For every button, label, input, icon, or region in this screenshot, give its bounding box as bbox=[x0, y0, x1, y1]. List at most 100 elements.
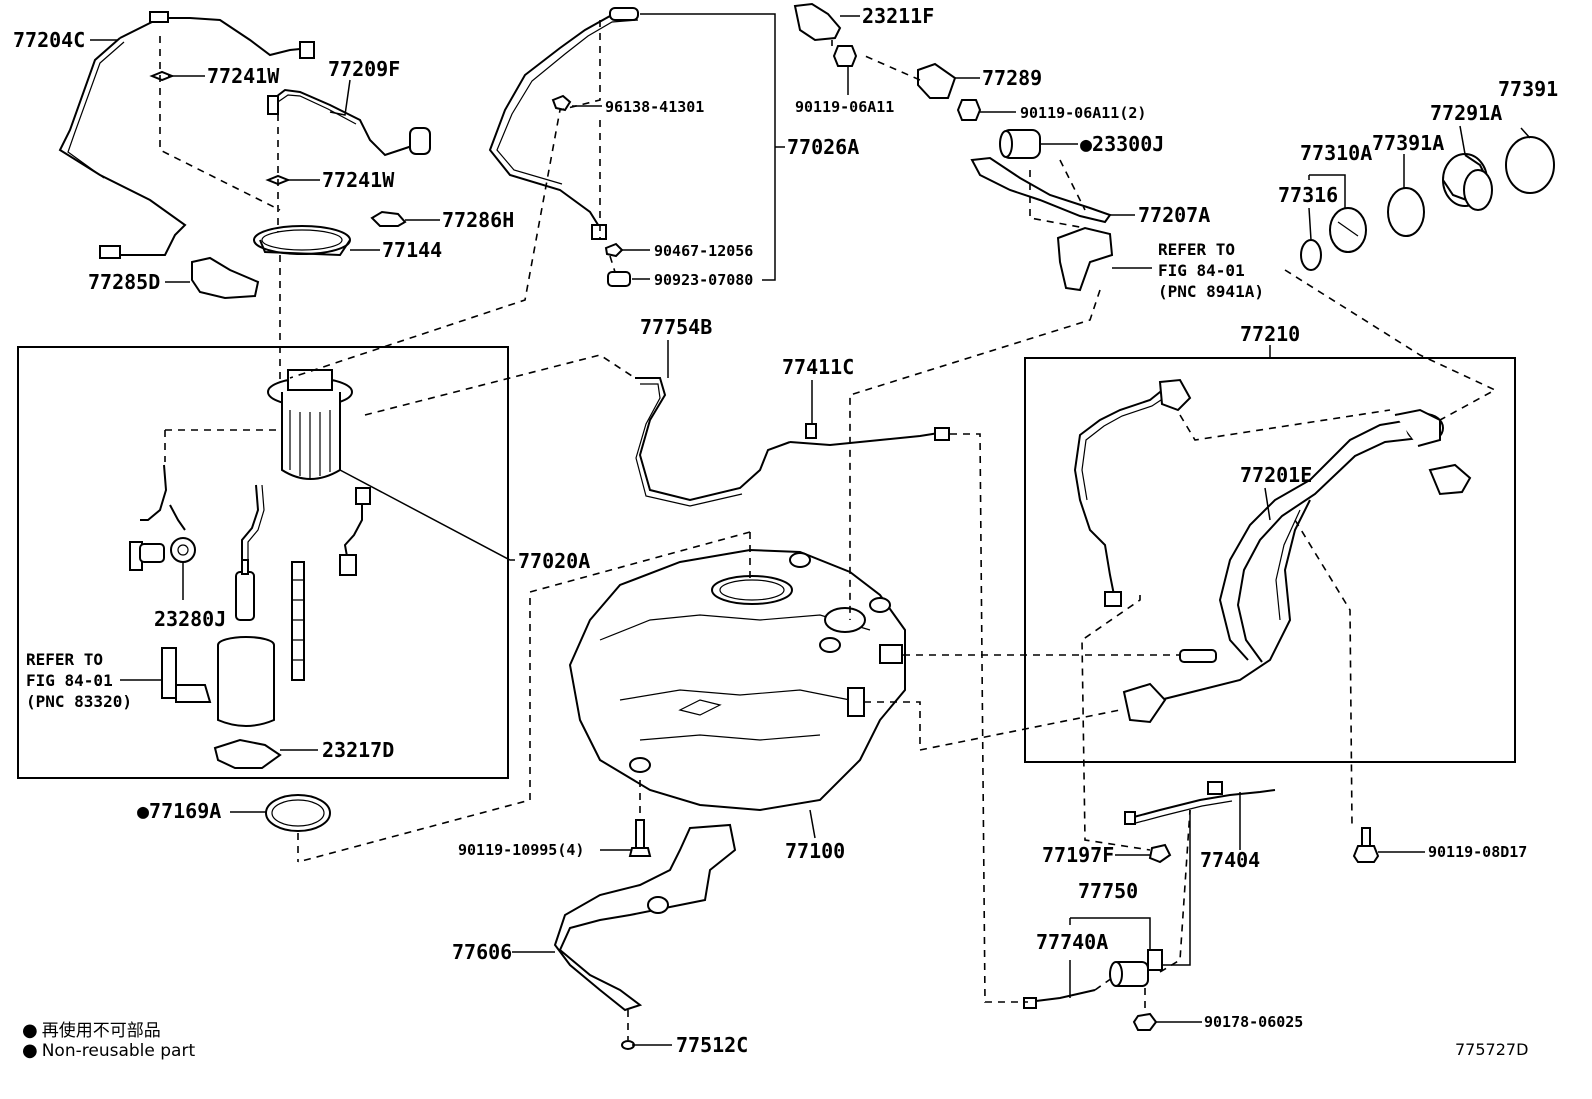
label-77750: 77750 bbox=[1078, 879, 1138, 903]
label-90119-08D17: 90119-08D17 bbox=[1428, 843, 1527, 861]
ref-right-line2: FIG 84-01 bbox=[1158, 261, 1245, 280]
fuel-tank-77100 bbox=[568, 548, 906, 812]
tube-77404 bbox=[1124, 781, 1276, 825]
bolt-90119-06A11-2 bbox=[956, 99, 982, 121]
label-23300J: ●23300J bbox=[1080, 132, 1164, 156]
label-77310A: 77310A bbox=[1300, 141, 1372, 165]
label-90119-06A11: 90119-06A11 bbox=[795, 98, 894, 116]
clip-77197F bbox=[1148, 843, 1172, 864]
label-77020A: 77020A bbox=[518, 549, 590, 573]
ref-right-line1: REFER TO bbox=[1158, 240, 1235, 259]
legend-line-jp: ●再使用不可部品 bbox=[22, 1016, 161, 1041]
nut-90178-06025 bbox=[1132, 1012, 1158, 1031]
filter-23300J bbox=[999, 129, 1041, 159]
legend-bullet-jp: ● bbox=[22, 1020, 38, 1041]
label-96138-41301: 96138-41301 bbox=[605, 98, 704, 116]
clip-90467-12056 bbox=[604, 242, 624, 258]
bracket-77207A bbox=[970, 156, 1112, 224]
sensor-pump-left bbox=[129, 541, 165, 571]
label-77204C: 77204C bbox=[13, 28, 85, 52]
reference-note-83320: REFER TO FIG 84-01 (PNC 83320) bbox=[26, 650, 132, 711]
leader-lines bbox=[90, 13, 1531, 1046]
label-90178-06025: 90178-06025 bbox=[1204, 1013, 1303, 1031]
canister-77750 bbox=[1109, 949, 1163, 987]
legend-line-en: ●Non-reusable part bbox=[22, 1040, 195, 1061]
protector-77285D bbox=[191, 256, 260, 300]
label-77391: 77391 bbox=[1498, 77, 1558, 101]
valve-refer-8941A bbox=[1056, 226, 1114, 292]
harness-pump bbox=[339, 487, 371, 576]
bolt-90119-08D17 bbox=[1352, 827, 1380, 863]
ring-77391 bbox=[1505, 136, 1555, 194]
tube-77754B bbox=[635, 377, 791, 507]
label-77754B: 77754B bbox=[640, 315, 712, 339]
gasket-23217D bbox=[213, 738, 282, 769]
tube-77026A bbox=[488, 7, 639, 240]
label-77512C: 77512C bbox=[676, 1033, 748, 1057]
diagram-id: 775727D bbox=[1455, 1040, 1529, 1059]
label-77197F: 77197F bbox=[1042, 843, 1114, 867]
label-77169A: ●77169A bbox=[137, 799, 221, 823]
tube-77204C bbox=[58, 11, 315, 259]
pump-bracket-77020A bbox=[267, 369, 353, 480]
tube-77209F bbox=[267, 88, 431, 157]
label-77316: 77316 bbox=[1278, 183, 1338, 207]
fuel-pump-assembly-box bbox=[17, 346, 509, 779]
label-77241W-a: 77241W bbox=[207, 64, 280, 88]
label-77740A: 77740A bbox=[1036, 930, 1108, 954]
label-90119-06A11-2: 90119-06A11(2) bbox=[1020, 104, 1146, 122]
dashed-lines bbox=[159, 20, 1497, 1040]
label-77411C: 77411C bbox=[782, 355, 854, 379]
label-90923-07080: 90923-07080 bbox=[654, 271, 753, 289]
label-90467-12056: 90467-12056 bbox=[654, 242, 753, 260]
regulator-23280J bbox=[170, 537, 196, 563]
label-77606: 77606 bbox=[452, 940, 512, 964]
sub-tank bbox=[217, 636, 275, 727]
label-77100: 77100 bbox=[785, 839, 845, 863]
label-77201E: 77201E bbox=[1240, 463, 1312, 487]
breather-tube bbox=[1073, 378, 1192, 607]
ref-left-line2: FIG 84-01 bbox=[26, 671, 113, 690]
fuel-pump-motor bbox=[235, 559, 255, 621]
label-77404: 77404 bbox=[1200, 848, 1260, 872]
label-77207A: 77207A bbox=[1138, 203, 1210, 227]
legend-bullet-en: ● bbox=[22, 1040, 38, 1061]
bracket-77286H bbox=[370, 210, 407, 227]
ring-77391A bbox=[1387, 187, 1425, 237]
filter-pump-strainer bbox=[291, 561, 305, 681]
connector-90923-07080 bbox=[607, 271, 631, 287]
label-77209F: 77209F bbox=[328, 57, 400, 81]
gasket-77316 bbox=[1300, 239, 1322, 271]
bracket-23211F bbox=[793, 2, 842, 42]
bracket-77289 bbox=[917, 62, 957, 99]
ref-right-line3: (PNC 8941A) bbox=[1158, 282, 1264, 301]
gasket-77144 bbox=[253, 225, 351, 257]
filler-pipe-77201E bbox=[1122, 408, 1472, 724]
label-23280J: 23280J bbox=[154, 607, 226, 631]
label-77285D: 77285D bbox=[88, 270, 160, 294]
label-77289: 77289 bbox=[982, 66, 1042, 90]
cap-77310A bbox=[1329, 207, 1367, 253]
clip-96138-41301 bbox=[551, 94, 572, 112]
label-77241W-b: 77241W bbox=[322, 168, 395, 192]
cap-77291A bbox=[1442, 153, 1493, 211]
gasket-77169A bbox=[265, 794, 331, 832]
label-23211F: 23211F bbox=[862, 4, 934, 28]
bolt-90119-06A11 bbox=[832, 45, 858, 67]
ref-left-line1: REFER TO bbox=[26, 650, 103, 669]
hose-pump-1 bbox=[140, 464, 186, 531]
canister-77740A bbox=[1023, 989, 1096, 1009]
tube-77411C bbox=[789, 423, 950, 447]
bolt-90119-10995 bbox=[628, 819, 652, 857]
label-90119-10995: 90119-10995(4) bbox=[458, 841, 584, 859]
label-77210: 77210 bbox=[1240, 322, 1300, 346]
protector-77606 bbox=[553, 823, 737, 1012]
ref-left-line3: (PNC 83320) bbox=[26, 692, 132, 711]
reference-note-8941A: REFER TO FIG 84-01 (PNC 8941A) bbox=[1158, 240, 1264, 301]
label-77291A: 77291A bbox=[1430, 101, 1502, 125]
part-labels: 77204C 77241W 77209F 77241W 77286H 77144… bbox=[13, 4, 1558, 1057]
label-77286H: 77286H bbox=[442, 208, 514, 232]
hose-pump-2 bbox=[241, 484, 265, 560]
